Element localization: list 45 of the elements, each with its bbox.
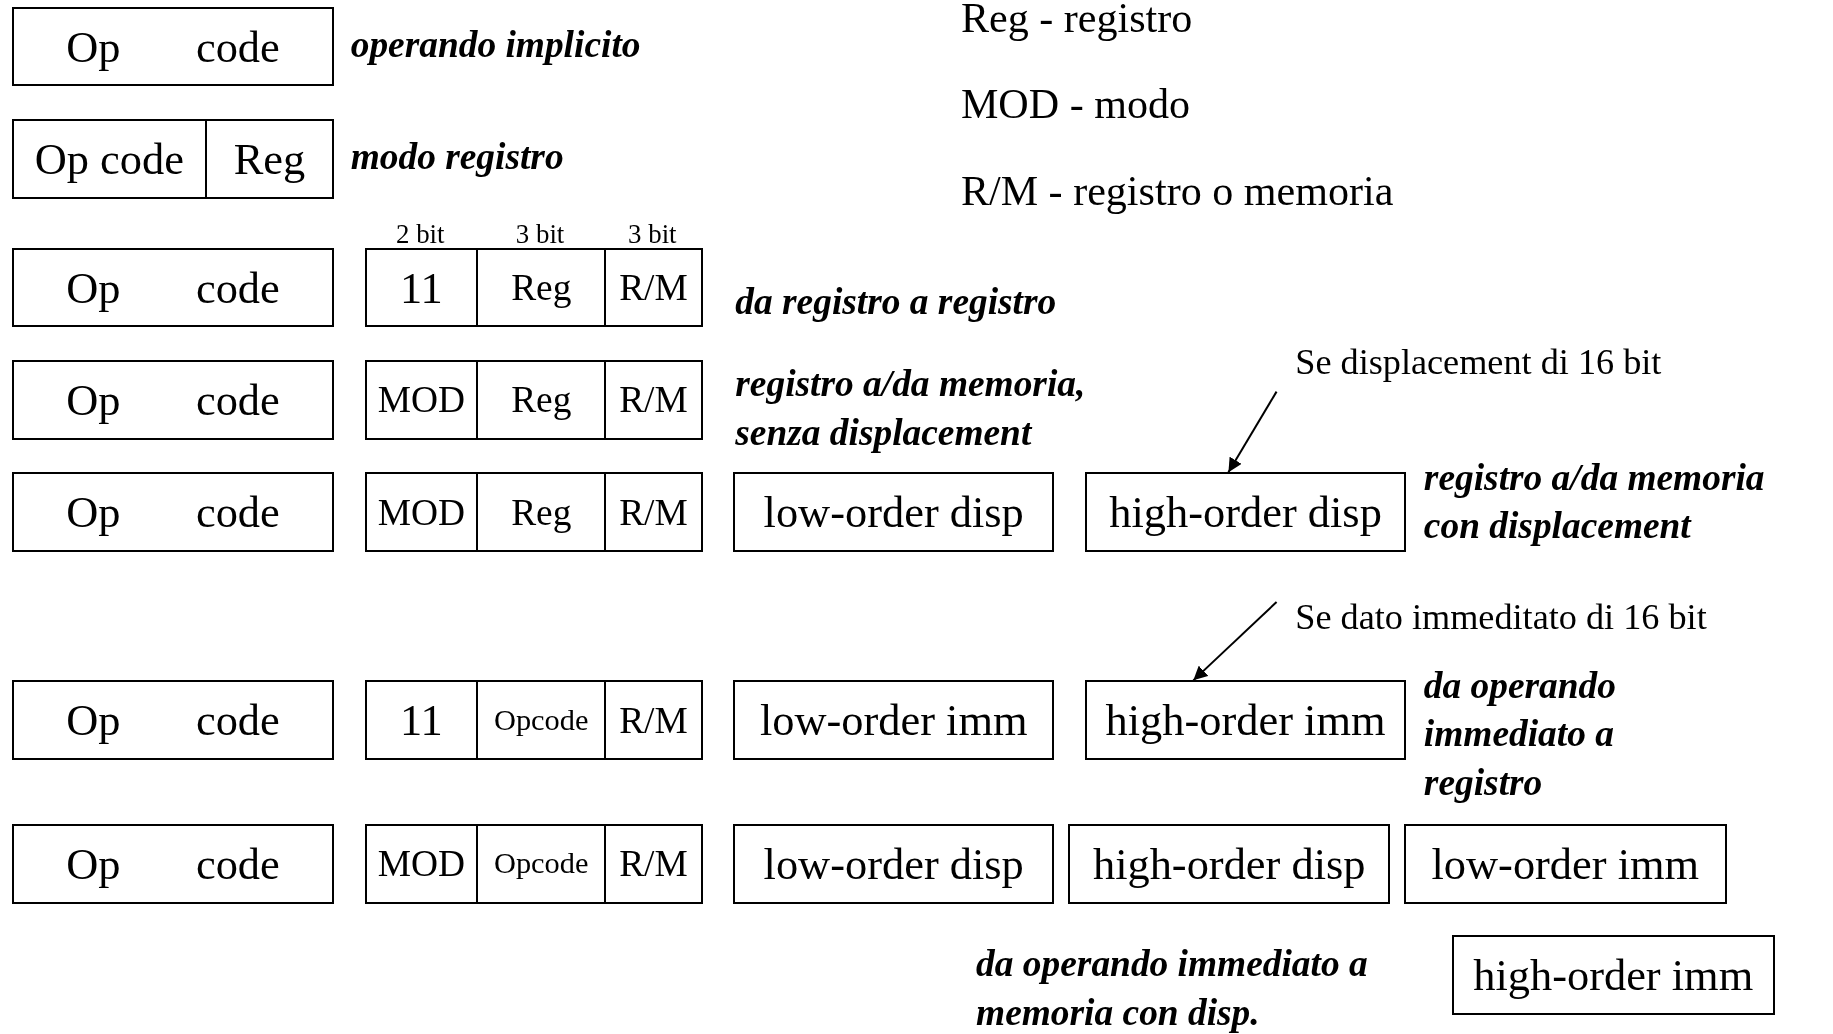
- format-description: operando implicito: [350, 23, 642, 68]
- instruction-field: 11: [364, 680, 479, 760]
- instruction-field: Reg: [475, 472, 607, 552]
- leader-arrow: [1192, 601, 1278, 682]
- instruction-field: Op code: [11, 824, 335, 904]
- instruction-field: 11: [364, 247, 479, 328]
- instruction-field: Op code: [11, 247, 335, 328]
- instruction-field: Reg: [475, 360, 607, 440]
- instruction-field: MOD: [364, 360, 479, 440]
- instruction-field: Op code: [11, 7, 335, 87]
- instruction-field: Op code: [11, 680, 335, 760]
- format-description: modo registro: [350, 135, 565, 180]
- instruction-field: low-order imm: [1403, 824, 1727, 904]
- instruction-field: high-order imm: [1084, 680, 1407, 760]
- instruction-field: R/M: [604, 247, 703, 328]
- instruction-field: low-order imm: [732, 680, 1055, 760]
- instruction-field: MOD: [364, 824, 479, 904]
- instruction-field: R/M: [604, 472, 703, 552]
- instruction-field: low-order disp: [732, 824, 1055, 904]
- instruction-field: R/M: [604, 824, 703, 904]
- format-description: registro a/da memoria, senza displacement: [735, 362, 1087, 455]
- instruction-field: Reg: [204, 119, 335, 199]
- format-description: da operando immediato a registro: [1423, 663, 1617, 805]
- instruction-field: Opcode: [475, 824, 607, 904]
- instruction-field: high-order imm: [1451, 935, 1775, 1015]
- instruction-field: high-order disp: [1084, 472, 1407, 552]
- instruction-field: R/M: [604, 680, 703, 760]
- instruction-field: Op code: [11, 472, 335, 552]
- legend-text: R/M - registro o memoria: [960, 166, 1395, 216]
- note-text: Se dato immeditato di 16 bit: [1295, 596, 1707, 639]
- note-text: Se displacement di 16 bit: [1295, 341, 1662, 384]
- format-description: registro a/da memoria con displacement: [1423, 455, 1766, 549]
- instruction-field: R/M: [604, 360, 703, 440]
- legend-text: MOD - modo: [960, 80, 1191, 130]
- instruction-field: Op code: [11, 119, 207, 199]
- legend-text: Reg - registro: [960, 0, 1194, 43]
- leader-arrow: [1227, 390, 1278, 474]
- instruction-field: high-order disp: [1068, 824, 1390, 904]
- instruction-field: MOD: [364, 472, 479, 552]
- instruction-field: Reg: [475, 247, 607, 328]
- format-description: da operando immediato a memoria con disp.: [976, 941, 1369, 1034]
- format-description: da registro a registro: [735, 280, 1058, 325]
- instruction-field: low-order disp: [732, 472, 1055, 552]
- instruction-field: Op code: [11, 360, 335, 440]
- instruction-field: Opcode: [475, 680, 607, 760]
